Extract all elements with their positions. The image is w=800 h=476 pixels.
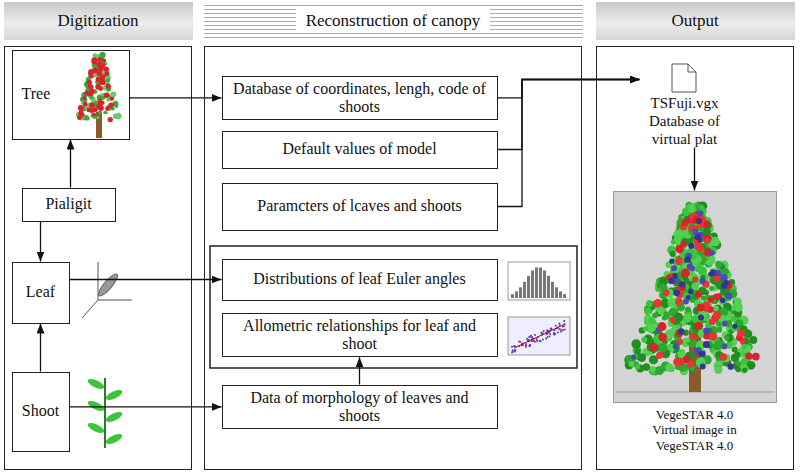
column-title: Output — [671, 11, 718, 31]
arrow-connector — [70, 140, 71, 188]
arrow-connector — [498, 80, 640, 98]
output-panel: OutputTSFuji.vgxDatabase of virtual plat… — [596, 46, 794, 470]
arrow-connector — [498, 80, 640, 207]
column-header: Digitization — [4, 2, 193, 40]
shoot-box: Shoot — [12, 372, 70, 452]
process-box: Database of coordinates, lengh, code of … — [222, 76, 498, 121]
arrow-connector — [130, 97, 222, 98]
node-label: Default values of model — [282, 140, 436, 158]
column-header: Output — [596, 2, 795, 40]
process-box: Data of morphology of leaves and shoots — [222, 385, 498, 430]
node-label: Paramcters of lcaves and shoots — [257, 197, 461, 215]
node-label: TSFuji.vgx — [651, 94, 719, 112]
virtual-image-box: VegeSTAR 4.0Virtual image in VegeSTAR 4.… — [613, 191, 777, 403]
histogram-bars — [511, 267, 566, 298]
tree-canopy — [76, 52, 122, 122]
file-icon — [672, 64, 696, 92]
caption-text: Virtual image in VegeSTAR 4.0 — [630, 422, 760, 453]
node-label: Pialigit — [45, 195, 91, 213]
reconstruction-panel: Reconstruction of canopyDatabase of coor… — [204, 46, 582, 470]
node-label: Database of virtual plat — [642, 112, 728, 148]
tree-box: Tree — [12, 50, 130, 140]
regression-line — [514, 324, 565, 348]
node-label: Data of morphology of leaves and shoots — [231, 389, 489, 426]
leaf-axes — [82, 262, 132, 318]
plant-canopy — [624, 201, 759, 375]
node-label: Shoot — [22, 402, 59, 420]
shoot-picture — [86, 377, 123, 448]
node-label: Database of coordinates, lengh, code of … — [231, 80, 489, 117]
virtual-image-ground — [613, 191, 777, 403]
tree-trunk — [96, 112, 102, 138]
leaf-box: Leaf — [12, 262, 70, 324]
process-box: Distributions of leaf Euler angles — [222, 259, 498, 301]
column-title: Digitization — [57, 11, 138, 31]
digitization-panel: DigitizationTreePialigitLeafShoot — [4, 46, 192, 470]
scatter-dots — [511, 320, 566, 353]
arrow-connector — [70, 406, 222, 407]
pialigit-box: Pialigit — [22, 188, 116, 222]
process-box: Default values of model — [222, 131, 498, 169]
process-box: Allometric relationships for leaf and sh… — [222, 313, 498, 358]
file-node: TSFuji.vgxDatabase of virtual plat — [640, 62, 730, 148]
arrow-connector — [70, 279, 222, 280]
scatter-thumb — [508, 317, 570, 355]
arrow-connector — [40, 222, 41, 262]
group-frame — [210, 246, 577, 368]
arrow-connector — [694, 148, 695, 191]
node-label: Leaf — [26, 283, 55, 301]
arrow-connector — [359, 357, 360, 384]
arrow-connector — [498, 80, 640, 150]
arrow-connector — [40, 324, 41, 372]
node-label: Distributions of leaf Euler angles — [253, 270, 465, 288]
node-label: Tree — [22, 85, 51, 103]
node-label: Allometric relationships for leaf and sh… — [231, 317, 489, 354]
histogram-thumb — [508, 262, 570, 300]
caption-text: VegeSTAR 4.0 — [656, 407, 734, 423]
column-header: Reconstruction of canopy — [204, 2, 583, 40]
image-caption: VegeSTAR 4.0Virtual image in VegeSTAR 4.… — [602, 407, 788, 454]
column-title: Reconstruction of canopy — [296, 9, 491, 33]
process-box: Paramcters of lcaves and shoots — [222, 183, 498, 231]
